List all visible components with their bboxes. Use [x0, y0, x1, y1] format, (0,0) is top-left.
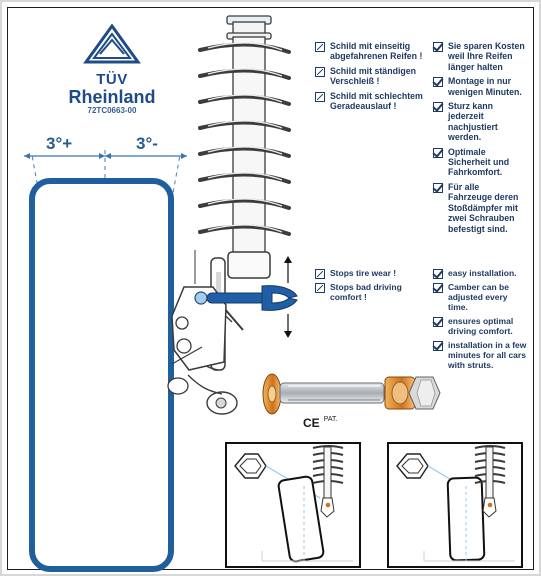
checkmark-icon: [433, 282, 446, 293]
crossed-box-icon: [315, 66, 325, 77]
angle-right-label: 3°-: [136, 134, 158, 153]
angle-center-left-arrow-icon: [99, 153, 105, 159]
english-benefit-item-2: Camber can be adjusted every time.: [433, 282, 527, 312]
wheel-carrier: [167, 286, 238, 415]
checkmark-icon: [433, 182, 446, 193]
checkmark-icon: [433, 76, 446, 88]
angle-left-label: 3°+: [46, 134, 73, 153]
german-problem-item-1: Schild mit einseitig abgefahrenen Reifen…: [315, 41, 423, 62]
installation-diagram-after: [387, 442, 523, 568]
english-benefit-item-4: installation in a few minutes for all ca…: [433, 340, 527, 370]
angle-left-arrow-icon: [24, 153, 30, 159]
german-problem-item-2: Schild mit ständigen Verschleiß !: [315, 66, 423, 87]
german-problem-item-3: Schild mit schlechtem Geradeauslauf !: [315, 91, 423, 112]
crossed-box-icon: [315, 269, 325, 279]
document-frame: [7, 7, 534, 570]
english-benefits-list: easy installation. Camber can be adjuste…: [433, 268, 527, 374]
checkmark-icon: [433, 147, 446, 158]
english-problem-item-2: Stops bad driving comfort !: [315, 282, 415, 302]
ce-mark: CE: [303, 416, 320, 430]
tuv-logo-text-1: TÜV: [96, 71, 128, 88]
german-benefit-item-1: Sie sparen Kosten weil Ihre Reifen länge…: [433, 41, 525, 72]
eccentric-bolt: [262, 373, 441, 415]
german-benefit-item-3: Sturz kann jederzeit nachjustiert werden…: [433, 101, 525, 143]
checkmark-icon: [433, 340, 446, 351]
crossed-box-icon: [315, 283, 325, 293]
english-benefit-item-1: easy installation.: [433, 268, 527, 279]
angle-center-right-arrow-icon: [105, 153, 111, 159]
english-problem-item-1: Stops tire wear !: [315, 268, 415, 279]
shock-absorber-assembly: [190, 15, 291, 371]
crossed-box-icon: [315, 91, 325, 102]
adjustment-arrows: [284, 256, 292, 338]
german-benefits-list: Sie sparen Kosten weil Ihre Reifen länge…: [433, 41, 525, 238]
checkmark-icon: [433, 268, 446, 279]
tuv-logo: TÜV Rheinland 72TC0663-00: [57, 23, 167, 116]
english-problems-list: Stops tire wear ! Stops bad driving comf…: [315, 268, 415, 306]
german-benefit-item-4: Optimale Sicherheit und Fahrkomfort.: [433, 147, 525, 178]
tuv-logo-text-2: Rheinland: [68, 87, 156, 107]
german-benefit-item-5: Für alle Fahrzeuge deren Stoßdämpfer mit…: [433, 182, 525, 234]
tuv-logo-text-3: 72TC0663-00: [87, 106, 137, 115]
wrench-icon: [194, 285, 298, 311]
checkmark-icon: [433, 101, 446, 113]
angle-right-arrow-icon: [181, 153, 187, 159]
checkmark-icon: [433, 316, 446, 327]
crossed-box-icon: [315, 42, 325, 52]
arrow-up-icon: [284, 256, 292, 263]
tire-outline: [29, 178, 174, 572]
german-problems-list: Schild mit einseitig abgefahrenen Reifen…: [315, 41, 423, 115]
before-diagram-art: [234, 445, 353, 563]
german-benefit-item-2: Montage in nur wenigen Minuten.: [433, 76, 525, 97]
checkmark-icon: [433, 41, 446, 52]
patent-mark: PAT.: [323, 416, 338, 423]
tuv-triangle-logo-icon: [83, 23, 141, 64]
arrow-down-icon: [284, 331, 292, 338]
english-benefit-item-3: ensures optimal driving comfort.: [433, 316, 527, 336]
after-diagram-art: [396, 445, 515, 562]
installation-diagram-before: [225, 442, 361, 568]
